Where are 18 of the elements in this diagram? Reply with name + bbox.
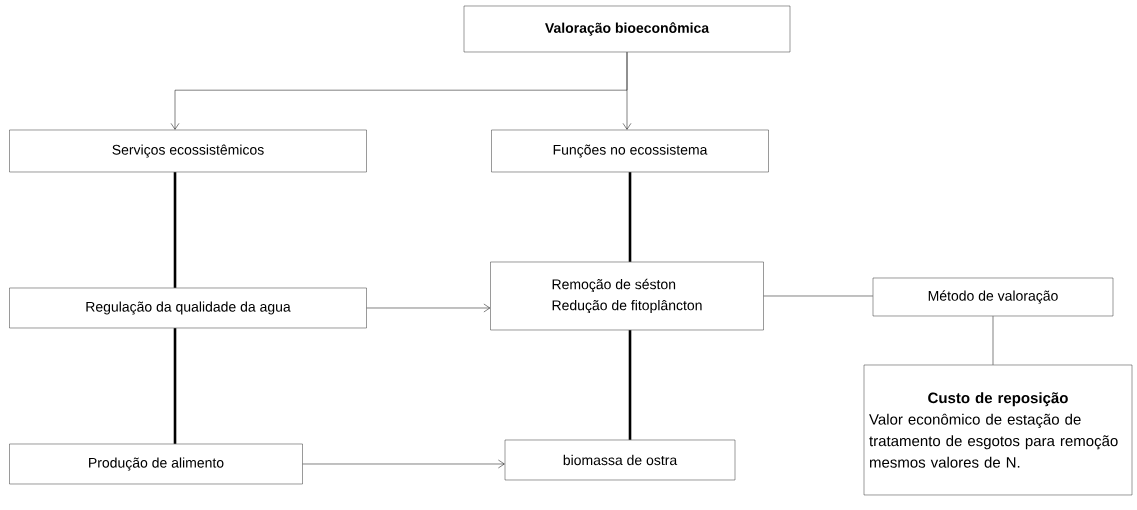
process-box: biomassa de ostra <box>504 439 736 481</box>
process-box: Método de valoração <box>872 277 1114 317</box>
arrow <box>366 303 491 313</box>
arrow <box>622 51 632 130</box>
process-box: Remoção de séston Redução de fitoplâncton <box>490 261 764 331</box>
connector-line <box>628 172 632 262</box>
connector-line <box>628 330 632 440</box>
title-box: Valoração bioeconômica <box>463 5 791 53</box>
process-box: Funções no ecossistema <box>491 129 769 173</box>
text-box: Custo de reposição Valor econômico de estação de tratamento de esgotos para remoção mesmos valores de N. <box>863 364 1133 496</box>
arrow <box>302 459 505 469</box>
connector-line <box>763 295 874 297</box>
process-box: Regulação da qualidade da agua <box>9 287 367 329</box>
process-box: Serviços ecossistêmicos <box>9 129 367 173</box>
connector-line <box>173 172 177 288</box>
process-box: Produção de alimento <box>9 443 303 485</box>
connector-line <box>992 315 994 366</box>
connector-line <box>173 328 177 444</box>
